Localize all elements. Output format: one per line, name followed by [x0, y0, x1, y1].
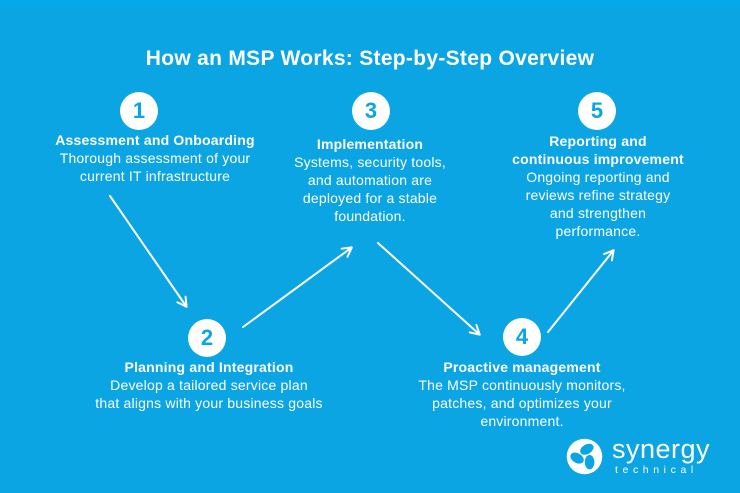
step-3-title: Implementation: [316, 136, 424, 152]
step-1-block: Assessment and Onboarding Thorough asses…: [25, 131, 285, 185]
brand-name: synergy: [612, 434, 711, 464]
step-2-title: Planning and Integration: [124, 359, 294, 375]
step-5-title: Reporting and continuous improvement: [512, 133, 684, 167]
step-5-number: 5: [590, 98, 604, 123]
arrow-step1-to-step2: [109, 195, 188, 308]
step-4-title: Proactive management: [443, 359, 601, 375]
synergy-swirl-icon: [566, 438, 603, 475]
step-3-description: Systems, security tools, and automation …: [294, 154, 446, 224]
step-2-number-badge: 2: [188, 319, 226, 357]
brand-logo: synergy technical: [566, 436, 710, 476]
step-2-number: 2: [200, 325, 214, 350]
arrow-step4-to-step5: [547, 249, 615, 333]
step-4-block: Proactive management The MSP continuousl…: [382, 358, 662, 430]
step-4-number-badge: 4: [503, 318, 541, 356]
step-4-number: 4: [515, 324, 529, 349]
step-3-number-badge: 3: [352, 92, 390, 130]
step-1-description: Thorough assessment of your current IT i…: [59, 150, 251, 184]
arrow-step2-to-step3: [242, 246, 353, 328]
step-5-description: Ongoing reporting and reviews refine str…: [525, 169, 671, 239]
step-1-title: Assessment and Onboarding: [55, 132, 255, 148]
step-2-description: Develop a tailored service plan that ali…: [95, 377, 323, 411]
step-4-description: The MSP continuously monitors, patches, …: [418, 377, 626, 429]
page-title: How an MSP Works: Step-by-Step Overview: [145, 47, 595, 70]
top-band-decoration: [0, 0, 740, 8]
step-3-block: Implementation Systems, security tools, …: [250, 135, 490, 225]
step-1-number: 1: [132, 98, 146, 123]
step-5-number-badge: 5: [578, 92, 616, 130]
step-1-number-badge: 1: [120, 92, 158, 130]
step-5-block: Reporting and continuous improvement Ong…: [488, 132, 708, 240]
step-3-number: 3: [364, 98, 378, 123]
brand-wordmark: synergy technical: [612, 434, 711, 477]
brand-subname: technical: [615, 464, 698, 476]
arrow-step3-to-step4: [377, 242, 481, 336]
step-2-block: Planning and Integration Develop a tailo…: [79, 358, 339, 412]
